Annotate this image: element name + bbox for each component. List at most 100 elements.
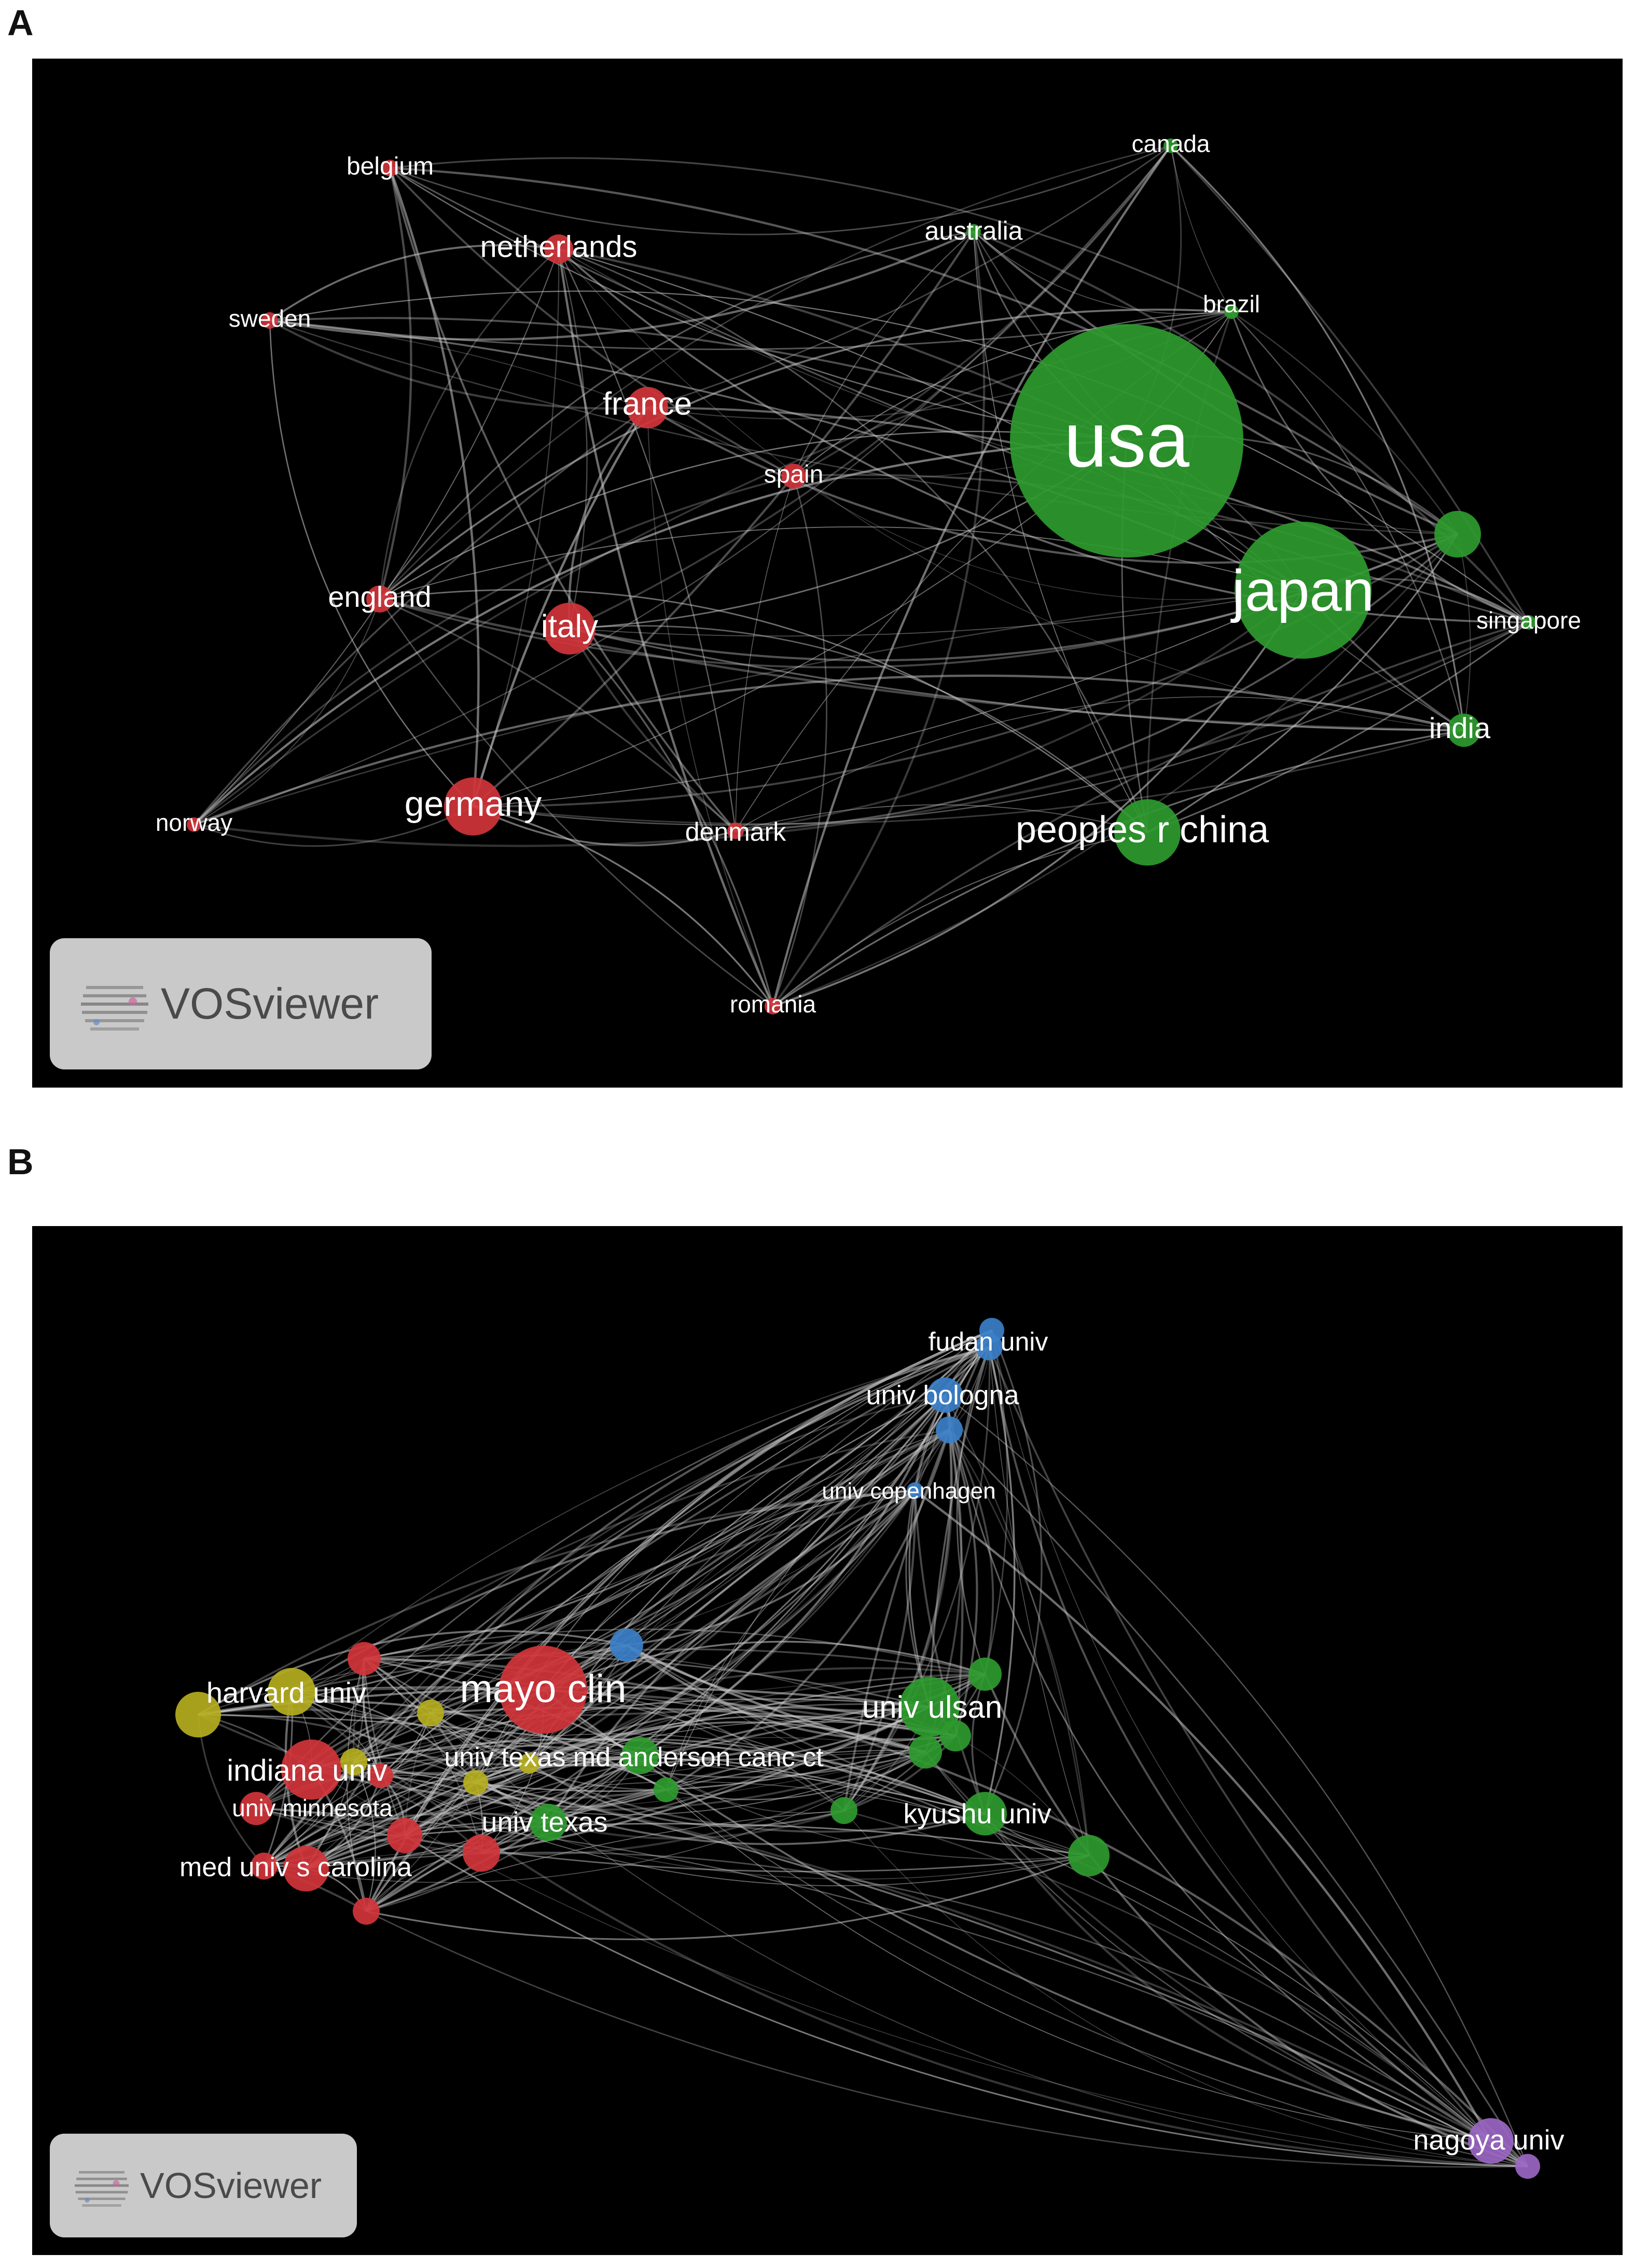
network-edge	[193, 145, 1171, 826]
node-nagoya[interactable]	[1468, 2118, 1514, 2164]
node-china[interactable]	[1114, 799, 1181, 866]
network-edge	[193, 589, 1304, 826]
node-netherlands[interactable]	[544, 234, 573, 263]
network-edge	[666, 1789, 1491, 2141]
node-italy[interactable]	[544, 603, 596, 655]
network-edge	[547, 1490, 916, 1824]
network-edge	[404, 1673, 986, 1836]
node-belgium[interactable]	[382, 160, 398, 176]
node-green_s[interactable]	[654, 1777, 678, 1802]
node-canada[interactable]	[1164, 138, 1178, 153]
network-edge	[404, 1754, 641, 1836]
network-edge	[269, 320, 474, 807]
node-japan[interactable]	[1235, 522, 1372, 659]
network-edge	[473, 729, 1464, 825]
node-yellow3[interactable]	[340, 1748, 367, 1775]
node-indiana[interactable]	[281, 1740, 341, 1800]
node-red1[interactable]	[348, 1642, 381, 1675]
node-germany[interactable]	[444, 777, 502, 836]
node-label-sweden: sweden	[229, 305, 311, 332]
node-yellow5[interactable]	[519, 1753, 539, 1774]
node-label-china: peoples r china	[1016, 809, 1269, 851]
node-mayo[interactable]	[499, 1646, 587, 1734]
node-texas[interactable]	[530, 1804, 567, 1841]
node-india[interactable]	[1447, 714, 1480, 747]
node-label-texas: univ texas	[481, 1806, 607, 1838]
node-red5[interactable]	[251, 1853, 278, 1880]
node-greennode[interactable]	[1434, 511, 1481, 558]
network-edge	[353, 1761, 1089, 1886]
network-edge	[263, 1762, 530, 1867]
node-spain[interactable]	[781, 464, 806, 489]
node-singapore[interactable]	[1521, 615, 1536, 630]
network-edge	[666, 1490, 916, 1790]
network-edge	[948, 1429, 978, 1736]
node-kyushu[interactable]	[963, 1792, 1007, 1835]
node-romania[interactable]	[765, 998, 781, 1014]
network-edge	[193, 475, 794, 826]
node-green_e[interactable]	[1068, 1835, 1110, 1876]
node-yellow4[interactable]	[463, 1770, 488, 1795]
node-usa[interactable]	[1010, 324, 1243, 558]
network-edge	[269, 317, 1127, 442]
node-yellow1[interactable]	[175, 1692, 221, 1737]
node-label-kyushu: kyushu univ	[903, 1798, 1051, 1829]
node-bologna[interactable]	[927, 1378, 963, 1413]
node-fudan[interactable]	[976, 1333, 1003, 1360]
network-edge	[475, 1782, 667, 1808]
node-red2[interactable]	[368, 1763, 393, 1788]
network-edge	[558, 248, 1458, 535]
network-edge	[543, 1640, 986, 1691]
node-green_b[interactable]	[940, 1720, 971, 1751]
node-blue3[interactable]	[936, 1416, 963, 1443]
network-edge	[569, 628, 774, 1007]
network-edge	[366, 1810, 844, 1912]
node-label-carolina: med univ s carolina	[179, 1853, 412, 1883]
network-edge	[665, 1429, 951, 1791]
node-harvard[interactable]	[268, 1668, 315, 1716]
node-mdanderson[interactable]	[621, 1737, 659, 1774]
network-edge	[269, 319, 648, 410]
node-label-fudan: fudan univ	[929, 1327, 1048, 1356]
node-label-copenhagen: univ copenhagen	[822, 1479, 995, 1504]
node-brazil[interactable]	[1224, 304, 1239, 319]
network-edge	[193, 805, 474, 847]
node-yellow2[interactable]	[417, 1700, 444, 1727]
node-green_d[interactable]	[830, 1797, 857, 1824]
node-red6[interactable]	[353, 1898, 380, 1925]
network-edge	[569, 590, 1304, 637]
node-denmark[interactable]	[727, 823, 744, 839]
vosviewer-logo-icon	[71, 2154, 133, 2217]
node-sweden[interactable]	[261, 312, 278, 329]
network-edge	[1230, 311, 1529, 623]
network-edge	[269, 244, 559, 322]
node-carolina[interactable]	[283, 1846, 329, 1891]
node-green_a[interactable]	[968, 1658, 1002, 1691]
network-edge	[291, 1691, 477, 1784]
network-edge	[948, 1429, 1090, 1856]
network-edge	[558, 248, 737, 831]
node-red4[interactable]	[463, 1834, 500, 1872]
network-edge	[263, 1667, 986, 1867]
network-edge	[404, 1721, 956, 1836]
network-edge	[569, 625, 1148, 833]
node-australia[interactable]	[966, 224, 981, 239]
panel-letter-b: B	[7, 1142, 34, 1182]
node-blue_mid[interactable]	[610, 1629, 643, 1662]
network-edge	[735, 696, 1464, 831]
network-edge	[198, 1708, 530, 1764]
node-green_c[interactable]	[909, 1735, 942, 1769]
node-copenhagen[interactable]	[907, 1482, 923, 1499]
node-minnesota[interactable]	[240, 1792, 273, 1825]
network-edge	[772, 590, 1304, 1007]
node-england[interactable]	[366, 586, 393, 613]
network-edge	[640, 1755, 844, 1814]
network-edge	[984, 1346, 1016, 1814]
node-norway[interactable]	[187, 817, 201, 832]
node-france[interactable]	[627, 387, 668, 428]
node-red3[interactable]	[387, 1818, 422, 1853]
node-purple2[interactable]	[1515, 2154, 1540, 2179]
node-ulsan[interactable]	[899, 1677, 960, 1737]
